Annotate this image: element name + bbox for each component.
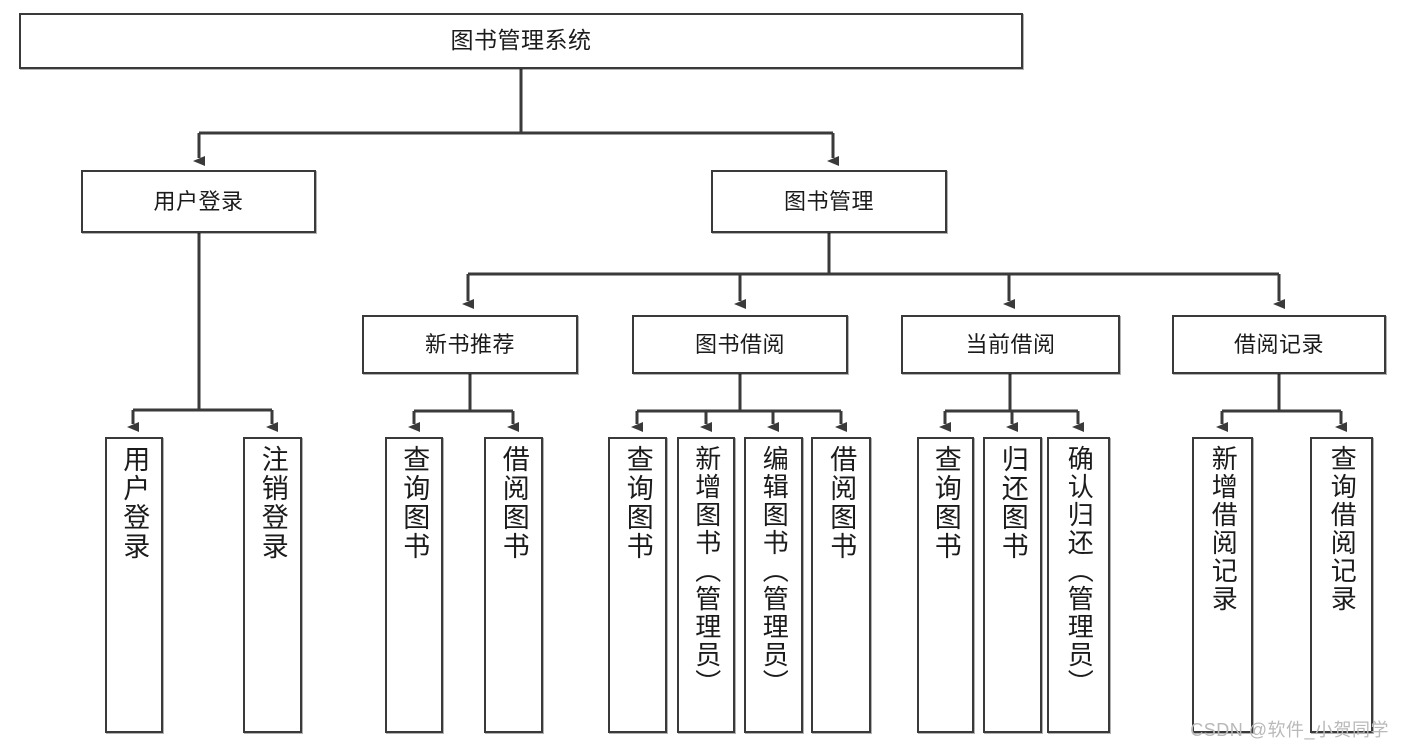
csdn-watermark: CSDN @软件_小贺同学 (1190, 720, 1389, 740)
node-leaf-edit-book-label: 编辑图书（管理员） (759, 445, 790, 697)
node-leaf-query-book-rec[interactable]: 查询图书 (385, 437, 443, 733)
node-book-borrow-label: 图书借阅 (694, 331, 785, 357)
node-leaf-user-login[interactable]: 用户登录 (105, 437, 163, 733)
node-new-book-rec[interactable]: 新书推荐 (362, 315, 578, 374)
node-book-borrow[interactable]: 图书借阅 (632, 315, 848, 374)
node-leaf-borrow-book-rec-label: 借阅图书 (498, 445, 529, 561)
node-user-login-label: 用户登录 (153, 188, 244, 214)
node-leaf-confirm-return-label: 确认归还（管理员） (1064, 445, 1095, 697)
node-leaf-borrow-book[interactable]: 借阅图书 (811, 437, 871, 733)
node-leaf-query-book-cur-label: 查询图书 (930, 445, 961, 561)
node-leaf-return-book-label: 归还图书 (997, 445, 1028, 561)
node-leaf-user-logout-label: 注销登录 (257, 445, 288, 561)
node-leaf-edit-book[interactable]: 编辑图书（管理员） (744, 437, 803, 733)
node-new-book-rec-label: 新书推荐 (424, 331, 515, 357)
node-borrow-record[interactable]: 借阅记录 (1172, 315, 1386, 374)
node-borrow-record-label: 借阅记录 (1233, 331, 1324, 357)
node-current-borrow-label: 当前借阅 (965, 331, 1056, 357)
node-root-label: 图书管理系统 (450, 27, 592, 54)
node-leaf-confirm-return[interactable]: 确认归还（管理员） (1047, 437, 1110, 733)
node-leaf-return-book[interactable]: 归还图书 (983, 437, 1042, 733)
node-leaf-query-record[interactable]: 查询借阅记录 (1310, 437, 1373, 733)
node-leaf-borrow-book-rec[interactable]: 借阅图书 (484, 437, 543, 733)
node-leaf-user-logout[interactable]: 注销登录 (243, 437, 302, 733)
node-leaf-query-book-borrow[interactable]: 查询图书 (608, 437, 667, 733)
node-leaf-borrow-book-label: 借阅图书 (826, 445, 857, 561)
node-leaf-query-book-borrow-label: 查询图书 (622, 445, 653, 561)
node-leaf-add-record[interactable]: 新增借阅记录 (1192, 437, 1253, 733)
node-book-manage-label: 图书管理 (783, 188, 874, 214)
node-leaf-add-book-label: 新增图书（管理员） (691, 445, 722, 697)
node-leaf-query-record-label: 查询借阅记录 (1327, 445, 1358, 613)
node-user-login[interactable]: 用户登录 (81, 170, 316, 233)
node-root[interactable]: 图书管理系统 (19, 13, 1023, 69)
node-leaf-add-book[interactable]: 新增图书（管理员） (677, 437, 735, 733)
node-leaf-add-record-label: 新增借阅记录 (1208, 445, 1239, 613)
node-leaf-query-book-cur[interactable]: 查询图书 (917, 437, 974, 733)
node-leaf-query-book-rec-label: 查询图书 (399, 445, 430, 561)
node-leaf-user-login-label: 用户登录 (119, 445, 150, 561)
node-current-borrow[interactable]: 当前借阅 (901, 315, 1120, 374)
node-book-manage[interactable]: 图书管理 (711, 170, 947, 233)
